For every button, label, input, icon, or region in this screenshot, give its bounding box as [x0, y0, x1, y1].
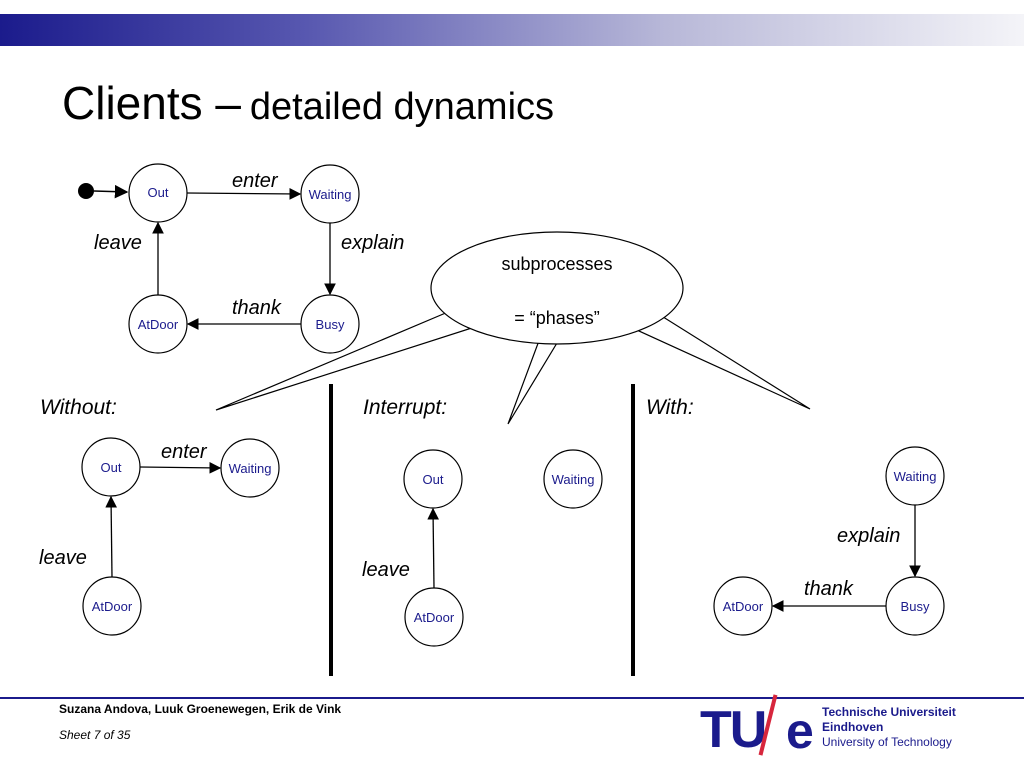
header-band — [0, 14, 1024, 46]
callout-line2: = “phases” — [514, 308, 600, 328]
enter-label: enter — [232, 170, 279, 192]
interrupt-state-out-label: Out — [423, 472, 444, 487]
slide-title-sub: detailed dynamics — [249, 86, 555, 128]
footer-sheet-number: Sheet 7 of 35 — [59, 728, 131, 742]
initial-transition-arrow — [93, 184, 129, 199]
with-heading: With: — [646, 396, 694, 419]
without-state-atdoor-label: AtDoor — [92, 599, 133, 614]
interrupt-state-waiting-label: Waiting — [552, 472, 595, 487]
interrupt-leave-label: leave — [362, 559, 410, 581]
without-enter-arrow — [139, 462, 222, 474]
footer-divider — [0, 697, 1024, 699]
phases-callout: subprocesses = “phases” — [215, 231, 811, 425]
callout-pointer-right — [626, 314, 811, 410]
tue-logo: TU e Technische Universiteit Eindhoven U… — [700, 694, 1000, 760]
logo-text-line2: Eindhoven — [822, 720, 884, 734]
without-enter-label: enter — [161, 441, 208, 463]
with-state-busy-label: Busy — [901, 599, 930, 614]
interrupt-leave-arrow — [427, 507, 439, 589]
initial-state-dot — [78, 183, 94, 199]
interrupt-heading: Interrupt: — [363, 396, 447, 419]
without-state-out-label: Out — [101, 460, 122, 475]
interrupt-diagram: Interrupt: Out Waiting AtDoor leave — [362, 396, 603, 647]
with-diagram: With: Waiting Busy AtDoor explain thank — [646, 396, 945, 636]
explain-label: explain — [341, 232, 404, 254]
without-diagram: Without: Out Waiting AtDoor enter leave — [39, 396, 280, 636]
logo-e: e — [786, 703, 814, 759]
with-thank-label: thank — [804, 578, 854, 600]
state-busy-label: Busy — [316, 317, 345, 332]
interrupt-state-waiting — [543, 449, 603, 509]
leave-label: leave — [94, 232, 142, 254]
state-atdoor-label: AtDoor — [138, 317, 179, 332]
with-state-atdoor-label: AtDoor — [723, 599, 764, 614]
logo-text-line1: Technische Universiteit — [822, 705, 956, 719]
callout-pointer-middle — [507, 337, 562, 425]
without-leave-label: leave — [39, 547, 87, 569]
interrupt-state-atdoor-label: AtDoor — [414, 610, 455, 625]
without-state-waiting-label: Waiting — [229, 461, 272, 476]
state-out-label: Out — [148, 185, 169, 200]
with-state-waiting-label: Waiting — [894, 469, 937, 484]
callout-line1: subprocesses — [501, 254, 612, 274]
thank-label: thank — [232, 297, 282, 319]
top-diagram: Out Waiting AtDoor Busy enter explain th… — [78, 163, 404, 354]
logo-text-line3: University of Technology — [822, 735, 952, 749]
slide-title-main: Clients – — [62, 77, 241, 129]
enter-arrow — [186, 188, 302, 200]
callout-bubble — [430, 231, 684, 345]
footer-authors: Suzana Andova, Luuk Groenewegen, Erik de… — [59, 702, 342, 716]
state-waiting-label: Waiting — [309, 187, 352, 202]
logo-tu: TU — [700, 701, 767, 759]
with-explain-label: explain — [837, 525, 900, 547]
without-leave-arrow — [105, 495, 117, 578]
slide-title: Clients – detailed dynamics — [62, 76, 554, 130]
without-heading: Without: — [40, 396, 117, 419]
